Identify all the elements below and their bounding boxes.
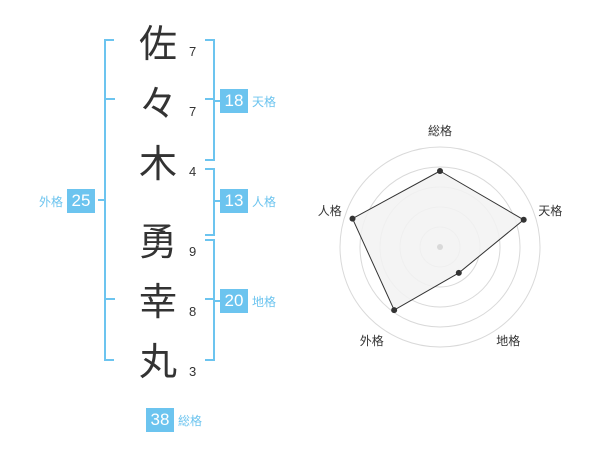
name-char-5: 幸 [138, 280, 177, 324]
name-char-6: 丸 [138, 340, 177, 384]
soukaku-value: 38 [146, 408, 174, 432]
gaikaku-bracket-tick [106, 298, 115, 300]
radar-axis-label-3: 地格 [496, 333, 520, 348]
jinkaku-label: 人格 [252, 194, 277, 209]
jinkaku-box: 13 人格 [220, 189, 276, 213]
name-char-1: 佐 [138, 22, 177, 66]
tenkaku-value: 18 [220, 89, 248, 113]
radar-point-2 [520, 216, 527, 223]
chikaku-bracket-tick [205, 298, 213, 300]
radar-point-1 [437, 168, 443, 174]
radar-ring [359, 166, 521, 328]
tenkaku-bracket-connector [215, 100, 220, 102]
radar-point-3 [455, 269, 462, 276]
gaikaku-value: 25 [67, 189, 96, 213]
stroke-count-6: 3 [189, 364, 197, 379]
gaikaku-box: 外格 25 [39, 189, 96, 213]
chikaku-bracket-connector [215, 300, 220, 302]
radar-ring [339, 146, 541, 348]
jinkaku-bracket [205, 168, 215, 236]
radar-axis-label-5: 人格 [318, 203, 342, 218]
chikaku-value: 20 [220, 289, 248, 313]
chikaku-label: 地格 [252, 294, 277, 309]
radar-point-5 [349, 215, 356, 222]
chikaku-box: 20 地格 [220, 289, 276, 313]
gaikaku-bracket-tick [106, 98, 115, 100]
tenkaku-bracket-tick [205, 98, 213, 100]
tenkaku-bracket [205, 39, 215, 161]
jinkaku-value: 13 [220, 189, 248, 213]
name-char-3: 木 [138, 142, 177, 186]
tenkaku-box: 18 天格 [220, 89, 276, 113]
name-char-4: 勇 [138, 220, 177, 264]
soukaku-label: 総格 [178, 413, 203, 428]
radar-data-area [351, 170, 525, 311]
tenkaku-label: 天格 [252, 94, 277, 109]
stroke-count-5: 8 [189, 304, 197, 319]
stroke-count-2: 7 [189, 104, 197, 119]
stroke-count-4: 9 [189, 244, 197, 259]
chikaku-bracket [205, 239, 215, 361]
jinkaku-bracket-connector [215, 200, 220, 202]
radar-axis-label-4: 外格 [360, 333, 384, 348]
gaikaku-label: 外格 [39, 194, 64, 209]
name-char-2: 々 [138, 82, 177, 126]
stroke-count-3: 4 [189, 164, 197, 179]
radar-axis-label-2: 天格 [538, 203, 562, 218]
gaikaku-bracket-connector [98, 199, 106, 201]
stroke-count-1: 7 [189, 44, 197, 59]
radar-center-dot [437, 244, 443, 250]
radar-point-4 [391, 307, 398, 314]
soukaku-box: 38 総格 [146, 408, 202, 432]
radar-axis-label-1: 総格 [428, 123, 452, 138]
